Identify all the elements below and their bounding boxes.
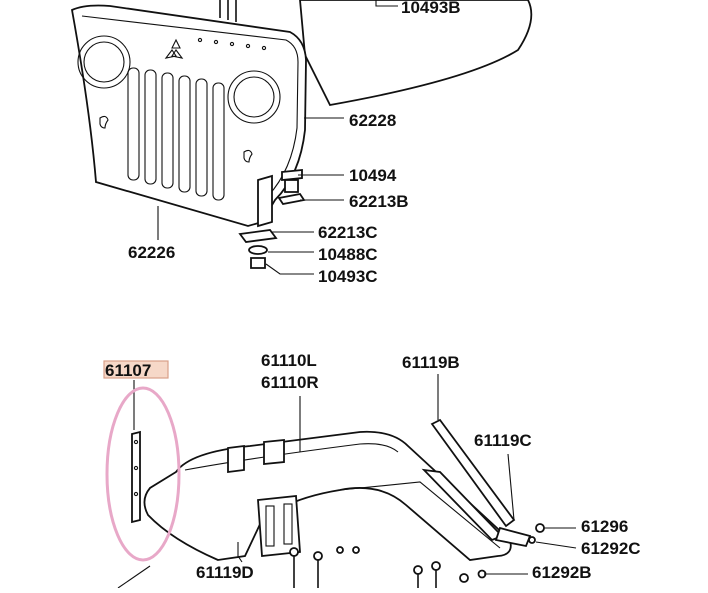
highlight-box: [103, 360, 169, 379]
label-10488C: 10488C: [318, 245, 378, 264]
label-61119C: 61119C: [474, 431, 532, 450]
label-62213B: 62213B: [349, 192, 409, 211]
label-61292B: 61292B: [532, 563, 592, 582]
label-61110R: 61110R: [261, 373, 319, 392]
label-61296: 61296: [581, 517, 628, 536]
label-61110L: 61110L: [261, 351, 317, 370]
strip-61107: [131, 430, 141, 524]
label-62226: 62226: [128, 243, 175, 262]
label-61292C: 61292C: [581, 539, 641, 558]
bottom-bolts: [289, 523, 545, 588]
grille-panel-62226: [70, 0, 307, 228]
label-61119B: 61119B: [402, 353, 460, 372]
label-62228: 62228: [349, 111, 396, 130]
label-61107: 61107: [105, 361, 151, 380]
bracket-61119B-C: [421, 418, 532, 548]
label-10494: 10494: [349, 166, 397, 185]
annotation-circle: [105, 386, 181, 562]
label-61119D: 61119D: [196, 563, 254, 582]
hood-panel: [299, 0, 533, 107]
label-10493B: 10493B: [401, 0, 461, 17]
grille-fasteners: [238, 169, 306, 269]
fender-braces: [227, 439, 301, 557]
label-10493C: 10493C: [318, 267, 378, 286]
label-62213C: 62213C: [318, 223, 378, 242]
